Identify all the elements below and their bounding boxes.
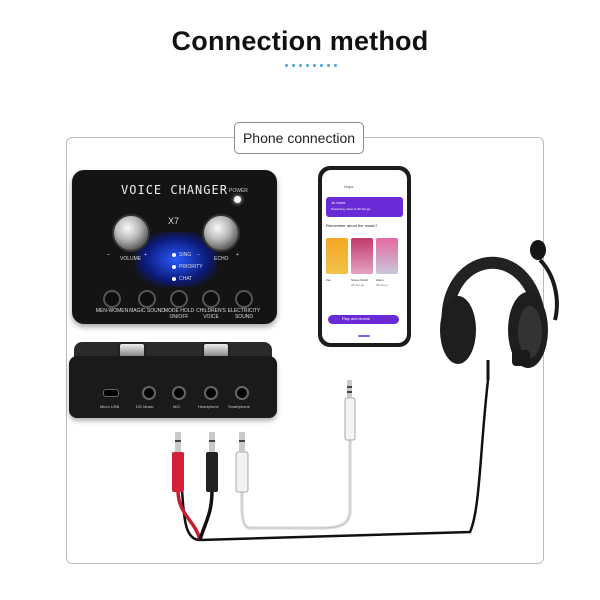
button-magic-sound[interactable] [138, 290, 156, 308]
remember-text: Remember about the music? [326, 223, 378, 228]
headphone-port[interactable] [204, 386, 218, 400]
smartphone-port[interactable] [235, 386, 249, 400]
volume-plus: + [144, 252, 147, 258]
power-led [234, 196, 241, 203]
button-label-childrens-voice: CHILDREN'S VOICE [196, 308, 226, 320]
device-title: VOICE CHANGER [121, 183, 228, 197]
echo-label: ECHO [214, 256, 229, 262]
banner-title: Jo more [331, 200, 346, 205]
port-label-smartphone: Smartphone [228, 404, 250, 409]
mode-priority: PRIORITY [172, 264, 203, 270]
volume-minus: – [107, 252, 110, 258]
mode-sing: SING [172, 252, 191, 258]
title-underline-dots [285, 64, 337, 67]
play-button[interactable]: Play and reveal [328, 315, 399, 324]
mic-port[interactable] [172, 386, 186, 400]
volume-label: VOLUME [120, 256, 142, 262]
page-title: Connection method [171, 26, 429, 56]
card-altern[interactable] [376, 238, 398, 274]
white-plug [235, 432, 249, 493]
headset-image [440, 240, 559, 380]
app-title: Hope [344, 184, 354, 189]
port-label-dg-music: DG Music [136, 404, 154, 409]
button-electricity-sound[interactable] [235, 290, 253, 308]
red-plug [172, 432, 184, 492]
button-label-magic-sound: MAGIC SOUND [129, 308, 165, 314]
dg-music-port[interactable] [142, 386, 156, 400]
black-cable [198, 489, 214, 541]
card-stress-relief[interactable] [351, 238, 373, 274]
button-men-women[interactable] [103, 290, 121, 308]
section-label: Phone connection [234, 122, 364, 154]
micro-usb-port[interactable] [103, 389, 119, 397]
card-label-zen: Zen [326, 278, 332, 282]
card-label-altern: Altern [376, 278, 384, 282]
play-button-label: Play and reveal [342, 316, 370, 321]
button-label-mode: MODE HOLD ON/OFF [163, 308, 195, 320]
home-indicator [358, 335, 370, 337]
power-label: POWER [229, 188, 248, 194]
mode-chat-label: CHAT [179, 276, 193, 282]
card-zen[interactable] [326, 238, 348, 274]
button-label-electricity-sound: ELECTRICITY SOUND [227, 308, 261, 320]
model-label: X7 [168, 216, 180, 226]
mode-sing-label: SING [179, 252, 192, 258]
volume-knob[interactable] [112, 214, 150, 252]
app-banner[interactable]: Jo more Streaming, listen & 3D Songs [326, 197, 403, 217]
port-label-mic: MIC [173, 404, 181, 409]
button-label-men-women: MEN-WOMEN [95, 308, 129, 314]
mode-priority-label: PRIORITY [179, 264, 203, 270]
headphone-cable [178, 379, 490, 542]
black-plug [206, 432, 218, 492]
banner-subtitle: Streaming, listen & 3D Songs [331, 207, 371, 211]
button-mode[interactable] [170, 290, 188, 308]
voice-changer-top: VOICE CHANGER POWER X7 – VOLUME + – ECHO… [72, 170, 277, 324]
card-sub-stress-relief: 3D Songs [351, 283, 365, 287]
phone-plug [344, 380, 356, 441]
card-sub-altern: 3D Song [376, 283, 388, 287]
port-label-micro-usb: Micro USB [100, 404, 120, 409]
red-cable [176, 489, 202, 541]
mode-chat: CHAT [172, 276, 192, 282]
white-cable [239, 440, 352, 530]
button-childrens-voice[interactable] [202, 290, 220, 308]
card-label-stress-relief: Stress Relief [351, 278, 369, 282]
echo-plus: + [236, 252, 239, 258]
echo-knob[interactable] [202, 214, 240, 252]
smartphone: Hope Jo more Streaming, listen & 3D Song… [318, 166, 411, 347]
echo-minus: – [197, 252, 200, 258]
port-label-headphone: Headphone [198, 404, 219, 409]
phone-screen: Hope Jo more Streaming, listen & 3D Song… [322, 170, 407, 343]
